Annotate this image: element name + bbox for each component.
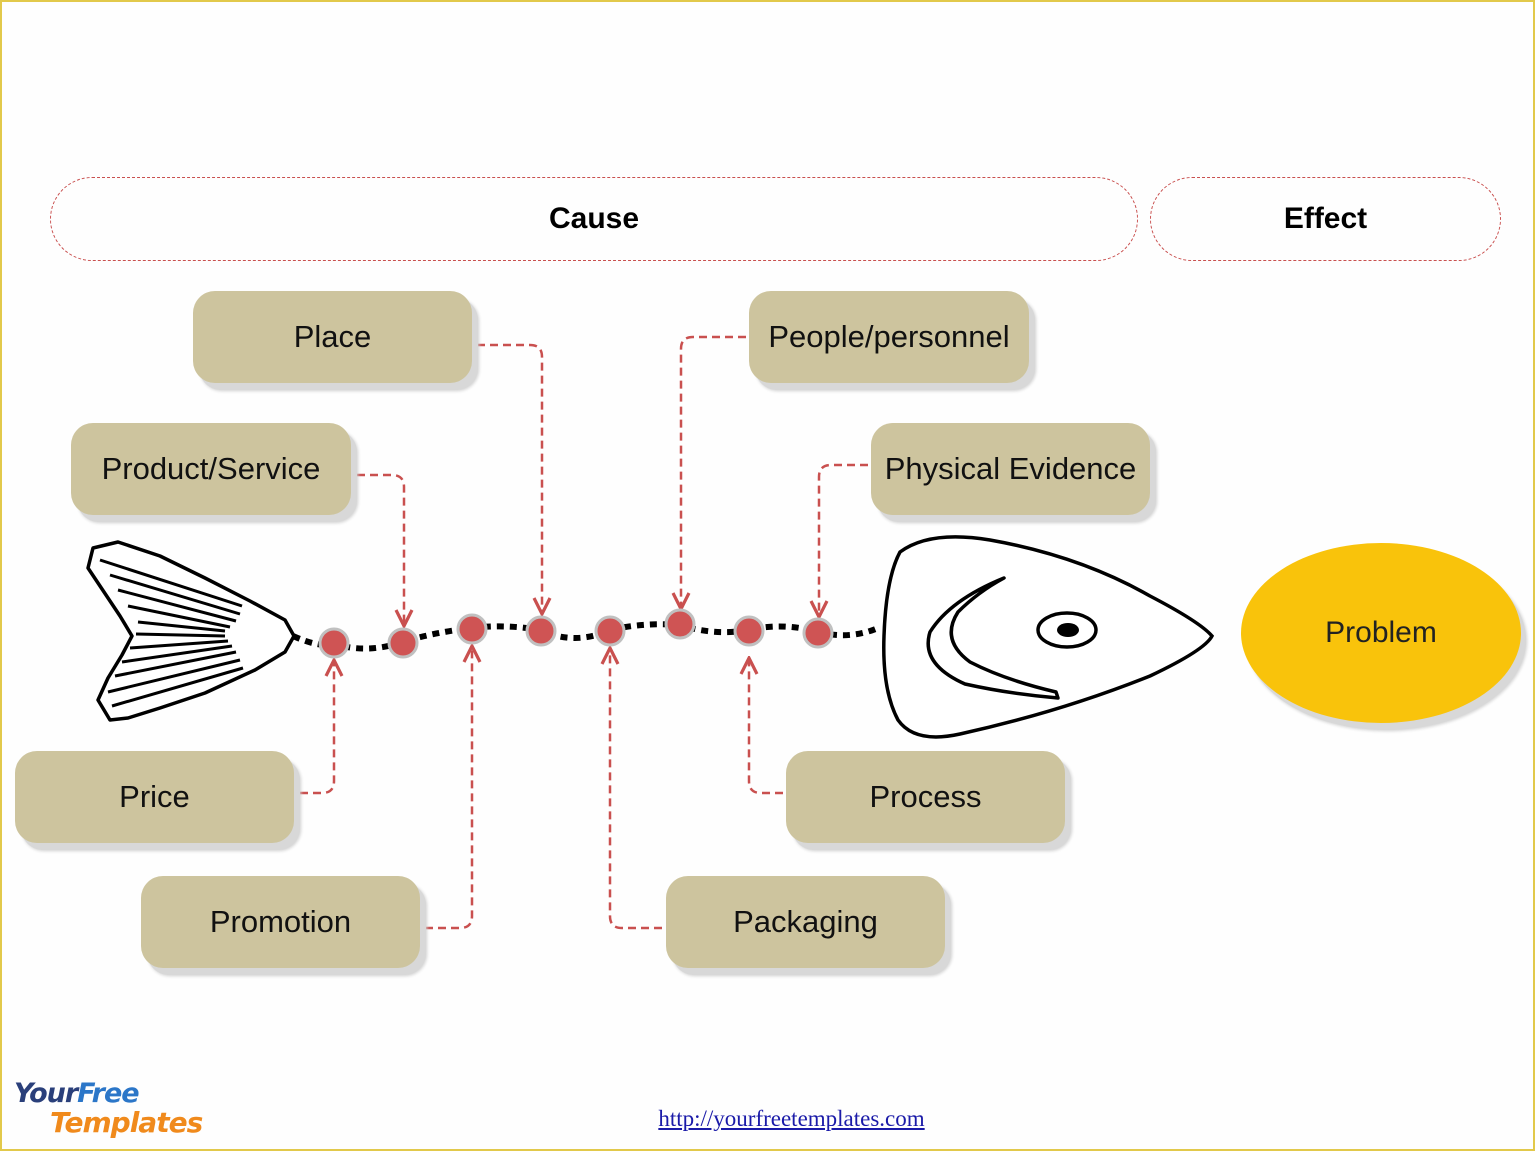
connector-product-service bbox=[357, 473, 404, 626]
cause-box-physical-evidence: Physical Evidence bbox=[871, 423, 1150, 515]
logo-line-2: Templates bbox=[50, 1106, 203, 1139]
cause-header: Cause bbox=[50, 177, 1138, 261]
connector-promotion bbox=[425, 646, 472, 930]
spine-node bbox=[594, 615, 626, 647]
cause-box-packaging: Packaging bbox=[666, 876, 945, 968]
effect-header: Effect bbox=[1150, 177, 1501, 261]
spine-node bbox=[525, 615, 557, 647]
logo-line-1: YourFree bbox=[14, 1078, 140, 1109]
spine-node bbox=[733, 615, 765, 647]
spine-node bbox=[456, 613, 488, 645]
connector-process bbox=[749, 658, 783, 795]
cause-header-label: Cause bbox=[548, 202, 640, 235]
problem-ellipse: Problem bbox=[1241, 543, 1521, 723]
fish-tail-icon bbox=[86, 540, 296, 722]
spine-node bbox=[318, 627, 350, 659]
spine-node bbox=[664, 608, 696, 640]
spine-node bbox=[802, 617, 834, 649]
spine-node bbox=[387, 627, 419, 659]
cause-label-price: Price bbox=[119, 779, 190, 814]
fish-spine bbox=[291, 621, 880, 652]
cause-label-promotion: Promotion bbox=[209, 904, 352, 939]
brand-logo: YourFree Templates bbox=[14, 1078, 214, 1142]
cause-box-place: Place bbox=[193, 291, 472, 383]
footer-url-link[interactable]: http://yourfreetemplates.com bbox=[658, 1106, 925, 1131]
fish-head-icon bbox=[882, 535, 1215, 739]
cause-box-process: Process bbox=[786, 751, 1065, 843]
connector-physical-evidence bbox=[819, 463, 868, 617]
problem-label: Problem bbox=[1325, 616, 1437, 649]
cause-label-place: Place bbox=[293, 319, 372, 354]
effect-header-label: Effect bbox=[1283, 202, 1368, 235]
cause-label-process: Process bbox=[869, 779, 982, 814]
fish-eye-icon bbox=[1057, 623, 1079, 637]
cause-box-price: Price bbox=[15, 751, 294, 843]
cause-label-people-personnel: People/personnel bbox=[768, 319, 1010, 354]
connector-price bbox=[300, 660, 334, 795]
connector-packaging bbox=[610, 648, 662, 930]
connector-people-personnel bbox=[681, 335, 746, 609]
cause-box-product-service: Product/Service bbox=[71, 423, 351, 515]
cause-box-promotion: Promotion bbox=[141, 876, 420, 968]
cause-box-people-personnel: People/personnel bbox=[749, 291, 1029, 383]
cause-label-packaging: Packaging bbox=[733, 904, 878, 939]
cause-label-physical-evidence: Physical Evidence bbox=[884, 451, 1137, 486]
connector-place bbox=[477, 343, 542, 614]
cause-label-product-service: Product/Service bbox=[101, 451, 321, 486]
